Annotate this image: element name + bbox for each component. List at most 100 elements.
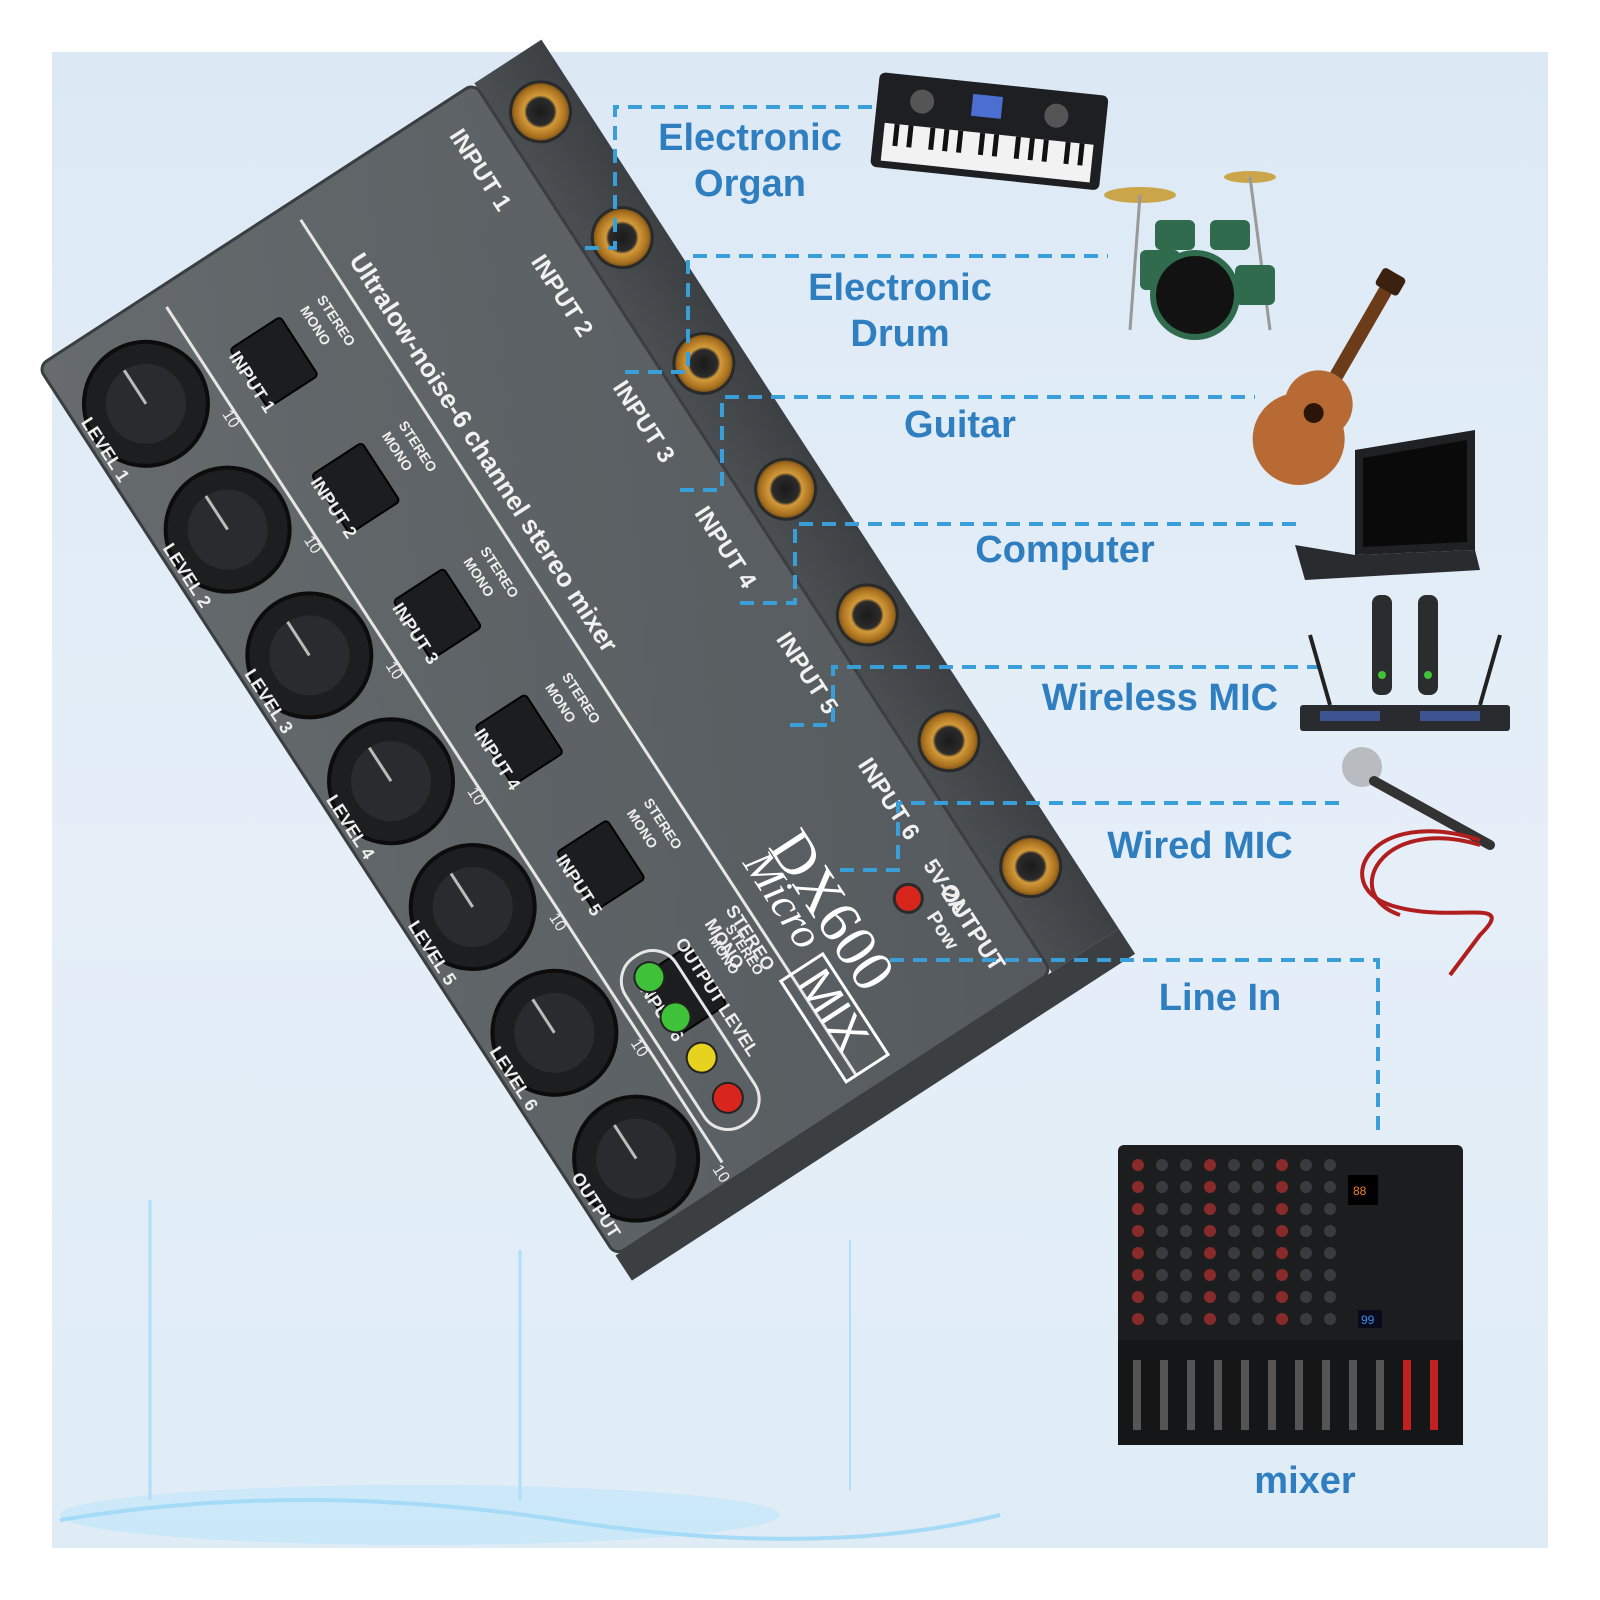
jack-2[interactable]: [581, 196, 664, 279]
console-knob: [1204, 1291, 1216, 1303]
knob-pointer: [367, 746, 393, 783]
console-fader: [1214, 1360, 1222, 1430]
console-knob: [1276, 1203, 1288, 1215]
label-mixer: mixer: [1254, 1460, 1356, 1502]
connector-lines: [585, 105, 1380, 1130]
console-knob: [1204, 1313, 1216, 1325]
console-fader: [1133, 1360, 1141, 1430]
console-knob: [1156, 1225, 1168, 1237]
console-knob: [1324, 1313, 1336, 1325]
console-knob: [1156, 1181, 1168, 1193]
laptop-icon: [1295, 430, 1480, 580]
console-fader: [1295, 1360, 1303, 1430]
console-fader: [1322, 1360, 1330, 1430]
console-knob: [1156, 1247, 1168, 1259]
console-knob: [1132, 1313, 1144, 1325]
output-level-led: [633, 961, 666, 994]
console-knob: [1156, 1203, 1168, 1215]
console-knob: [1324, 1269, 1336, 1281]
console-knob: [1324, 1291, 1336, 1303]
mono-stereo-switch[interactable]: [557, 820, 645, 911]
wired-mic-icon: [1342, 747, 1495, 977]
console-knob: [1252, 1291, 1264, 1303]
console-knob: [1204, 1159, 1216, 1171]
connector-line-7: [890, 958, 1380, 1130]
console-fader: [1403, 1360, 1411, 1430]
mixer-console-icon: 88 99: [1118, 1145, 1463, 1445]
label-wireless-mic: Wireless MIC: [1041, 677, 1279, 719]
console-knob: [1132, 1225, 1144, 1237]
dx600-mixer: Ultralow-noise-6 channel stereo mixer IN…: [40, 39, 1136, 1281]
console-knob: [1324, 1225, 1336, 1237]
console-knob: [1132, 1181, 1144, 1193]
console-knob: [1252, 1203, 1264, 1215]
connector-line-1: [585, 105, 875, 250]
console-knob: [1228, 1247, 1240, 1259]
console-fader: [1268, 1360, 1276, 1430]
jack-6[interactable]: [908, 699, 991, 782]
output-level-led: [711, 1081, 744, 1114]
jack-1[interactable]: [499, 70, 582, 153]
console-knob: [1156, 1159, 1168, 1171]
console-knob: [1276, 1313, 1288, 1325]
console-fader: [1160, 1360, 1168, 1430]
console-fader: [1430, 1360, 1438, 1430]
label-electronic-drum: Electronic Drum: [808, 267, 992, 355]
console-fader: [1376, 1360, 1384, 1430]
label-wired-mic: Wired MIC: [1107, 825, 1293, 867]
console-knob: [1180, 1313, 1192, 1325]
connector-line-4: [740, 522, 1300, 605]
console-knob: [1300, 1203, 1312, 1215]
console-knob: [1252, 1225, 1264, 1237]
console-knob: [1156, 1269, 1168, 1281]
jack-7[interactable]: [989, 825, 1072, 908]
console-knob: [1300, 1181, 1312, 1193]
jack-5[interactable]: [826, 573, 909, 656]
console-knob: [1252, 1159, 1264, 1171]
wireless-mic-icon: [1300, 595, 1510, 731]
console-fader: [1187, 1360, 1195, 1430]
console-knob: [1204, 1181, 1216, 1193]
svg-text:88: 88: [1353, 1184, 1367, 1198]
console-knob: [1180, 1225, 1192, 1237]
mono-stereo-switch[interactable]: [393, 568, 482, 660]
console-knob: [1132, 1159, 1144, 1171]
console-knob: [1228, 1269, 1240, 1281]
console-knob: [1228, 1159, 1240, 1171]
console-knob: [1132, 1269, 1144, 1281]
console-knob: [1252, 1313, 1264, 1325]
console-knob: [1180, 1181, 1192, 1193]
console-knob: [1252, 1269, 1264, 1281]
mono-stereo-switch[interactable]: [475, 694, 563, 785]
console-knob: [1300, 1291, 1312, 1303]
console-knob: [1228, 1225, 1240, 1237]
console-knob: [1300, 1247, 1312, 1259]
knob-pointer: [286, 621, 311, 657]
mono-stereo-switch[interactable]: [230, 317, 318, 408]
console-knob: [1276, 1291, 1288, 1303]
drum-kit-icon: [1104, 171, 1276, 340]
console-knob: [1228, 1203, 1240, 1215]
water-splash: [59, 1200, 1001, 1545]
svg-text:99: 99: [1361, 1313, 1375, 1327]
console-knob: [1276, 1159, 1288, 1171]
console-knob: [1252, 1181, 1264, 1193]
console-knob: [1276, 1181, 1288, 1193]
console-knob: [1324, 1203, 1336, 1215]
console-knob: [1132, 1291, 1144, 1303]
console-knob: [1228, 1291, 1240, 1303]
mono-stereo-switch[interactable]: [312, 442, 400, 534]
knob-pointer: [613, 1124, 638, 1160]
console-knob: [1204, 1225, 1216, 1237]
console-knob: [1276, 1225, 1288, 1237]
console-knob: [1276, 1269, 1288, 1281]
knob-cap: [105, 363, 186, 444]
console-knob: [1180, 1291, 1192, 1303]
console-knob: [1180, 1269, 1192, 1281]
power-led: [892, 882, 924, 914]
knob-pointer: [531, 998, 556, 1034]
console-knob: [1300, 1159, 1312, 1171]
connector-line-5: [790, 665, 1330, 727]
jack-4[interactable]: [744, 448, 827, 531]
label-computer: Computer: [975, 529, 1155, 571]
